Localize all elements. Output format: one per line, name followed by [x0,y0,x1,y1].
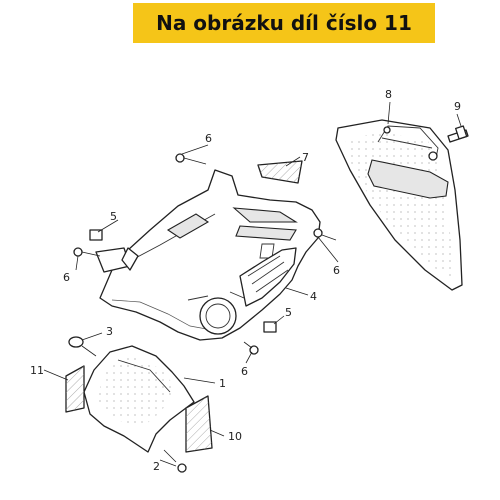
nut-5-left [89,229,103,241]
callout-10: 10 [228,430,242,443]
screw-6-top [175,153,207,165]
part-8-side-panel [335,119,463,291]
grommet-3 [68,336,97,357]
screw-6-bottom [243,341,259,355]
banner-text: Na obrázku díl číslo 11 [156,11,412,35]
screw-6-right [313,228,337,241]
leader-lines [43,101,462,467]
callout-6-right: 6 [333,264,340,277]
part-number-banner: Na obrázku díl číslo 11 [133,3,435,43]
callout-6-bottom: 6 [241,365,248,378]
callout-2: 2 [153,460,160,473]
callout-8: 8 [385,88,392,101]
part-11-side-strip [65,365,85,413]
callout-1: 1 [219,377,226,390]
part-10-side-strip [185,395,213,453]
callout-9: 9 [454,100,461,113]
screw-6-left [73,247,101,257]
nut-5-right [263,321,277,333]
callout-11: 11 [30,364,44,377]
callout-4: 4 [310,290,317,303]
callout-6-top: 6 [205,132,212,145]
part-4-under-cowling [95,169,321,341]
bolt-2 [163,449,187,473]
callout-5-right: 5 [285,306,292,319]
fastener-screws [68,153,337,473]
part-7-decal [257,160,303,184]
callout-5-left: 5 [110,210,117,223]
callout-3: 3 [106,325,113,338]
callout-6-left: 6 [63,271,70,284]
part-1-windscreen [83,345,195,453]
part-9-bolt [447,125,469,143]
callout-7: 7 [302,151,309,164]
